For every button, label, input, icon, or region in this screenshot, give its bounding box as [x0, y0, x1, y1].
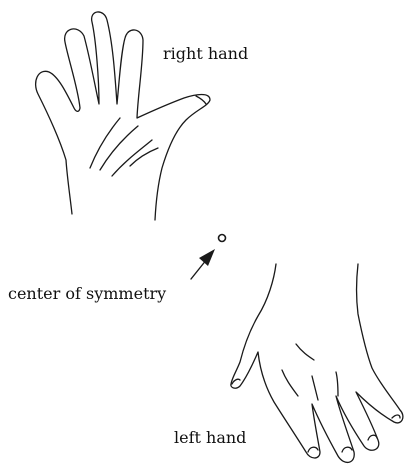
left-hand-drawing [231, 264, 403, 462]
left-hand-label: left hand [174, 430, 246, 446]
left-hand-tendon [296, 344, 314, 360]
left-hand-nail-3 [342, 447, 352, 452]
center-of-symmetry-label: center of symmetry [8, 286, 166, 302]
left-hand-knuckle-2 [312, 376, 318, 400]
arrow-head [199, 249, 215, 266]
left-hand-outline [231, 264, 403, 462]
left-hand-nail-1 [232, 379, 240, 384]
left-hand-knuckle-3 [336, 372, 338, 396]
left-hand-nail-2 [308, 447, 318, 452]
left-hand-knuckle-1 [282, 370, 298, 396]
right-hand-label: right hand [163, 46, 248, 62]
left-hand-nail-5 [392, 415, 400, 418]
center-point [219, 235, 226, 242]
left-hand-nail-4 [368, 435, 377, 440]
right-hand-crease-1 [90, 118, 120, 168]
right-hand-crease-4 [130, 148, 158, 166]
right-hand-thumb-nail [196, 96, 206, 104]
